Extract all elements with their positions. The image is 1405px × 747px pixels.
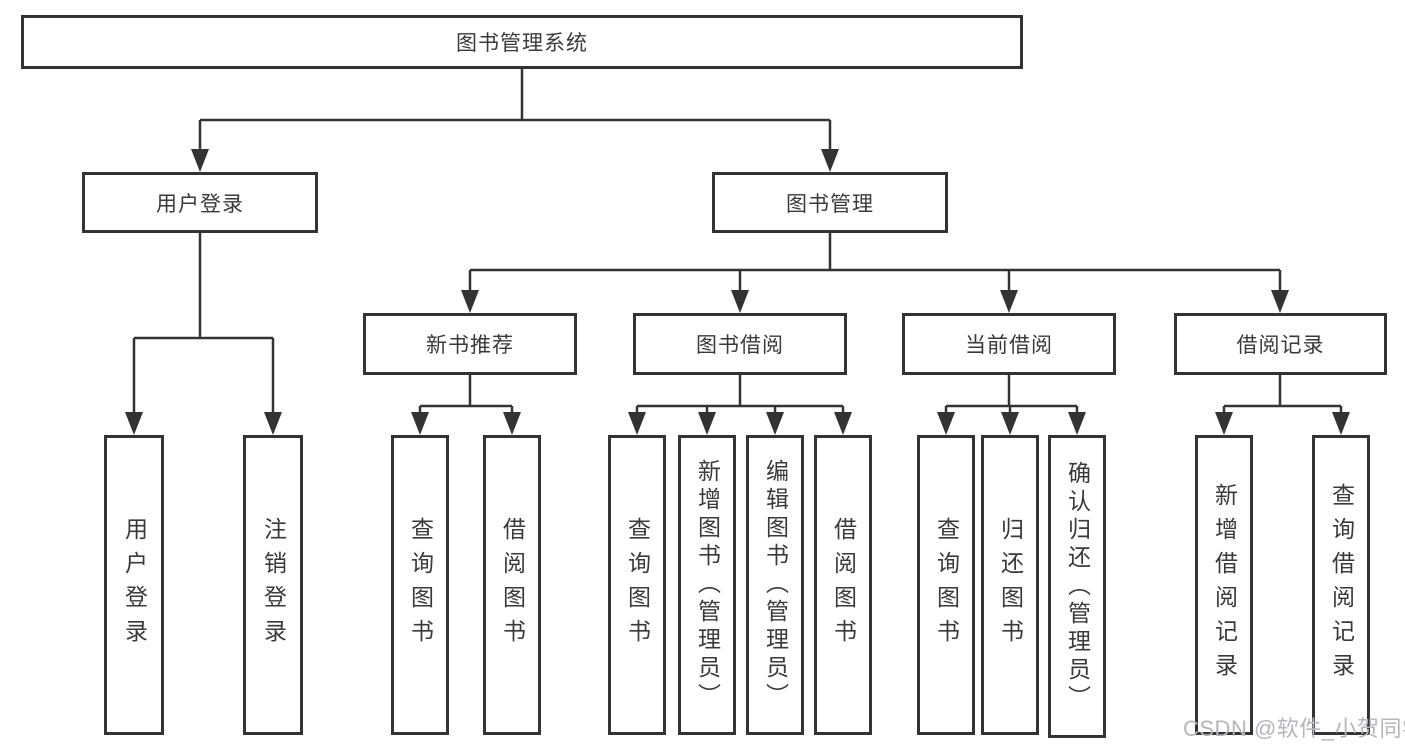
leaf-borrow-books-2: 借阅图书 bbox=[814, 435, 872, 735]
leaf-query-books-2-label: 查询图书 bbox=[624, 517, 651, 653]
arrowhead-icons bbox=[125, 149, 1350, 435]
node-current-borrow: 当前借阅 bbox=[902, 313, 1116, 375]
node-book-borrow: 图书借阅 bbox=[633, 313, 847, 375]
leaf-query-books-2: 查询图书 bbox=[608, 435, 666, 735]
node-current-borrow-label: 当前借阅 bbox=[965, 334, 1053, 357]
leaf-add-borrow-record-label: 新增借阅记录 bbox=[1211, 483, 1238, 687]
leaf-borrow-books-1: 借阅图书 bbox=[483, 435, 541, 735]
leaf-query-books-3: 查询图书 bbox=[917, 435, 975, 735]
leaf-logout-login: 注销登录 bbox=[243, 435, 303, 735]
csdn-watermark: CSDN @软件_小贺同学 bbox=[1183, 716, 1405, 741]
leaf-query-books-3-label: 查询图书 bbox=[933, 517, 960, 653]
leaf-query-borrow-record-label: 查询借阅记录 bbox=[1328, 483, 1355, 687]
leaf-return-books-label: 归还图书 bbox=[997, 517, 1024, 653]
leaf-confirm-return-admin: 确认归还（管理员） bbox=[1048, 435, 1106, 738]
leaf-user-login: 用户登录 bbox=[104, 435, 164, 735]
leaf-confirm-return-admin-label: 确认归还（管理员） bbox=[1064, 460, 1091, 713]
leaf-borrow-books-1-label: 借阅图书 bbox=[499, 517, 526, 653]
node-new-book-recommend: 新书推荐 bbox=[363, 313, 577, 375]
leaf-query-borrow-record: 查询借阅记录 bbox=[1312, 435, 1370, 735]
node-library-system-label: 图书管理系统 bbox=[456, 32, 588, 55]
leaf-logout-login-label: 注销登录 bbox=[260, 517, 287, 653]
leaf-user-login-label: 用户登录 bbox=[121, 517, 148, 653]
leaf-edit-books-admin-label: 编辑图书（管理员） bbox=[762, 459, 789, 711]
leaf-query-books-1-label: 查询图书 bbox=[407, 517, 434, 653]
node-book-management: 图书管理 bbox=[712, 172, 948, 233]
leaf-edit-books-admin: 编辑图书（管理员） bbox=[746, 435, 804, 735]
node-user-login-label: 用户登录 bbox=[156, 192, 244, 216]
leaf-query-books-1: 查询图书 bbox=[391, 435, 449, 735]
node-new-book-recommend-label: 新书推荐 bbox=[426, 334, 514, 357]
leaf-add-books-admin: 新增图书（管理员） bbox=[678, 435, 736, 735]
node-library-system: 图书管理系统 bbox=[21, 15, 1023, 69]
leaf-add-borrow-record: 新增借阅记录 bbox=[1195, 435, 1253, 735]
leaf-return-books: 归还图书 bbox=[981, 435, 1039, 735]
node-book-borrow-label: 图书借阅 bbox=[696, 334, 784, 357]
leaf-borrow-books-2-label: 借阅图书 bbox=[830, 517, 857, 653]
leaf-add-books-admin-label: 新增图书（管理员） bbox=[694, 459, 721, 711]
node-borrow-records-label: 借阅记录 bbox=[1236, 334, 1325, 357]
node-user-login: 用户登录 bbox=[82, 172, 318, 233]
node-book-management-label: 图书管理 bbox=[786, 192, 874, 216]
node-borrow-records: 借阅记录 bbox=[1174, 313, 1387, 375]
